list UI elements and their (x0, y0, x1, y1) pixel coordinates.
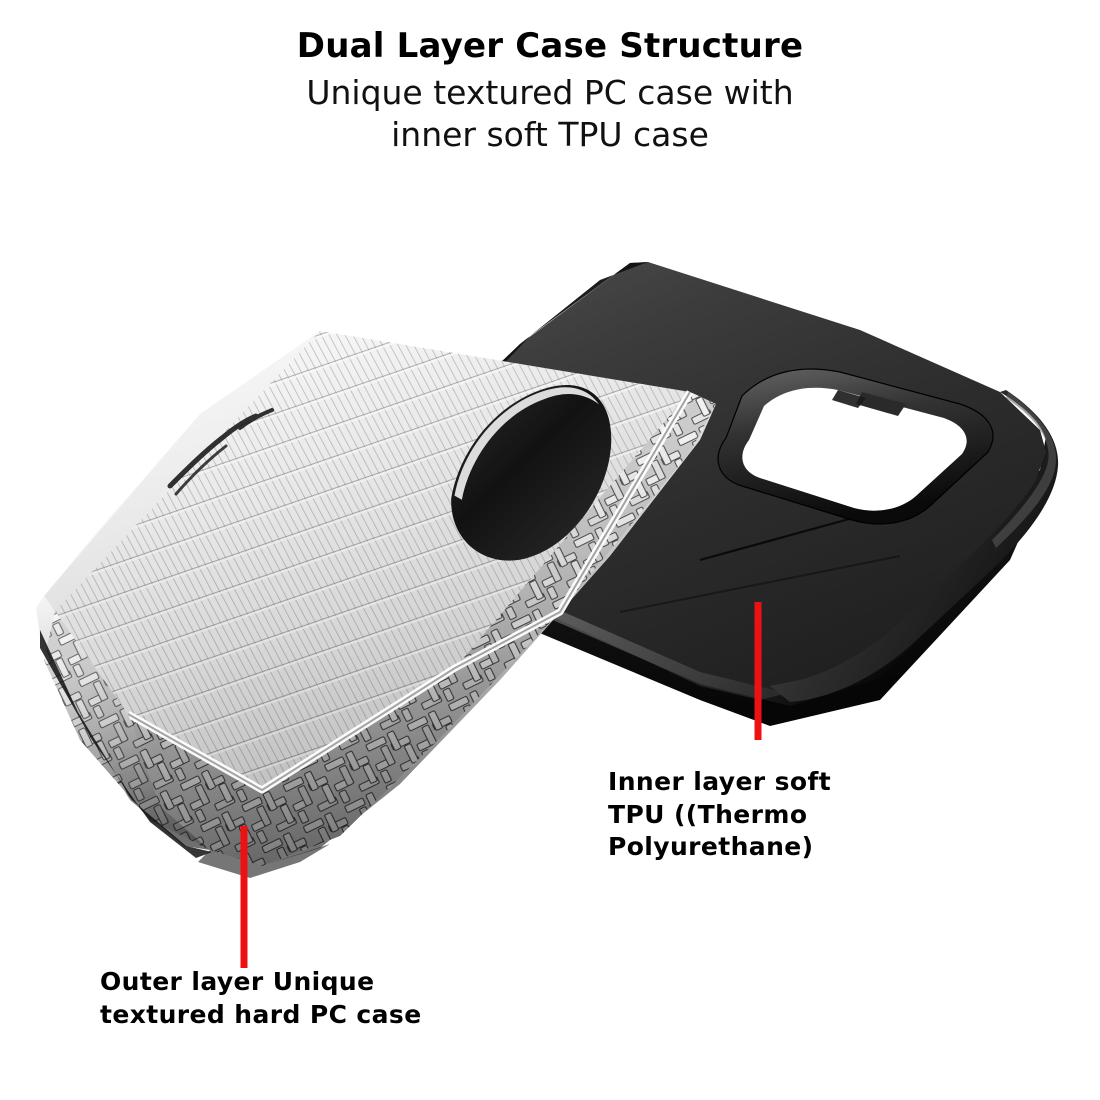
tpu-seam-line (619, 555, 901, 613)
tpu-rim-highlight (992, 392, 1057, 548)
page-subtitle: Unique textured PC case with inner soft … (306, 73, 794, 155)
heading-block: Dual Layer Case Structure Unique texture… (0, 0, 1100, 157)
tpu-button-groove (699, 514, 861, 562)
pc-camera-bevel (454, 387, 599, 500)
pc-edge-line (127, 391, 691, 791)
tpu-camera-cutout (717, 368, 994, 525)
pc-bottom-shadow-2 (198, 844, 330, 878)
pc-brand-mark (167, 408, 274, 496)
tpu-camera-window (742, 387, 967, 511)
callout-inner-layer: Inner layer soft TPU ((Thermo Polyuretha… (608, 767, 832, 861)
tpu-camera-tab (856, 392, 906, 416)
tpu-highlight-ridge (396, 540, 1000, 706)
callout-outer-layer: Outer layer Unique textured hard PC case (100, 967, 422, 1029)
page-title: Dual Layer Case Structure (296, 26, 804, 66)
pc-camera-cutout (451, 385, 612, 561)
tpu-outer-rim (770, 390, 1059, 702)
tpu-camera-tab-shadow (832, 390, 866, 408)
